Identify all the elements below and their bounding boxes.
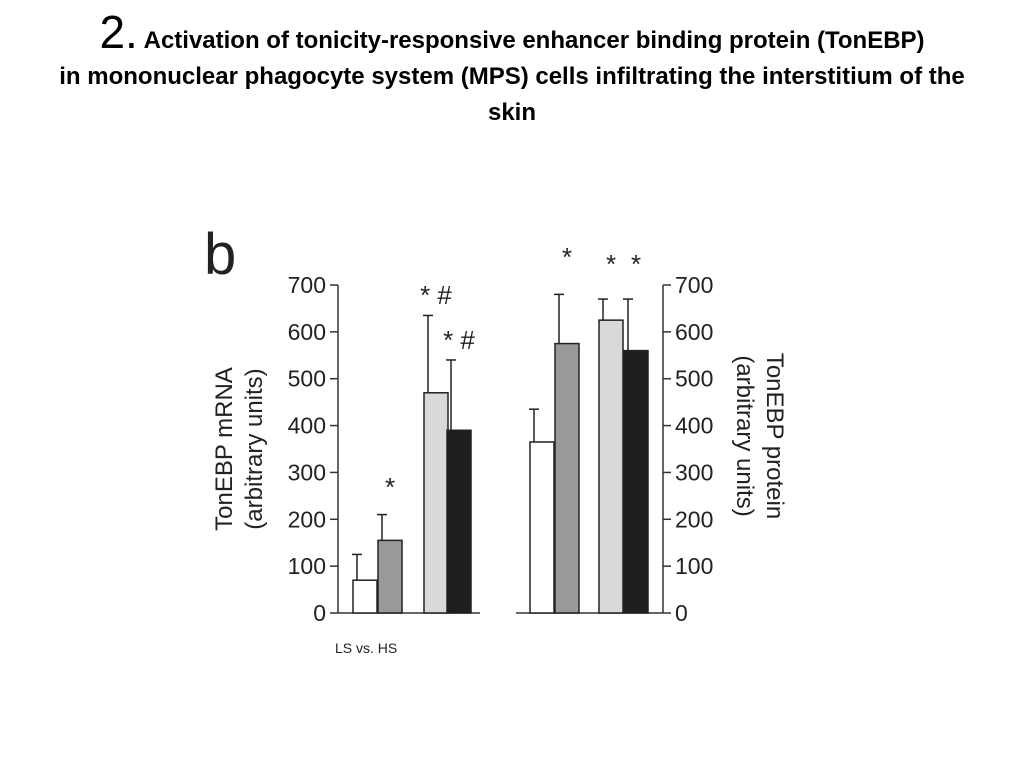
protein-bar-group: * * *	[529, 242, 649, 614]
protein-y-label-line-2: (arbitrary units)	[731, 355, 758, 516]
mrna-tick-label: 600	[288, 319, 326, 345]
mrna-tick-label: 500	[288, 366, 326, 392]
protein-bar	[554, 342, 580, 614]
protein-tick-label: 600	[675, 319, 713, 345]
mrna-y-label-line-2: (arbitrary units)	[241, 368, 268, 529]
protein-tick-label: 500	[675, 366, 713, 392]
mrna-tick-label: 200	[288, 506, 326, 532]
title-line-1: Activation of tonicity-responsive enhanc…	[143, 27, 925, 54]
mrna-significance-marker: *	[385, 472, 395, 502]
slide-title: 2. Activation of tonicity-responsive enh…	[40, 9, 984, 131]
protein-tick-label: 700	[675, 272, 713, 298]
slide-number: 2.	[99, 6, 138, 58]
mrna-chart: 0 100 200 300 400 500 600 700 * * # * # TonEBP mR…	[211, 272, 480, 626]
mrna-significance-marker: * #	[420, 280, 452, 310]
mrna-tick-label: 100	[288, 553, 326, 579]
protein-tick-group: 0 100 200 300 400 500 600 700	[663, 272, 713, 626]
protein-bar	[529, 441, 555, 614]
protein-chart: 0 100 200 300 400 500 600 700 * * * TonEBP protei…	[516, 242, 788, 626]
protein-tick-label: 200	[675, 506, 713, 532]
protein-bar	[598, 319, 624, 614]
protein-tick-label: 100	[675, 553, 713, 579]
mrna-bar	[446, 429, 472, 614]
mrna-bar	[352, 579, 378, 614]
mrna-bar	[423, 392, 449, 614]
protein-tick-label: 0	[675, 600, 688, 626]
protein-bar	[623, 349, 649, 614]
mrna-y-label-line-1: TonEBP mRNA	[211, 367, 238, 531]
protein-significance-marker: *	[606, 249, 616, 279]
mrna-tick-label: 0	[313, 600, 326, 626]
protein-significance-marker: *	[562, 242, 572, 272]
mrna-significance-marker: * #	[443, 325, 475, 355]
title-line-2: in mononuclear phagocyte system (MPS) ce…	[59, 63, 965, 126]
mrna-tick-label: 700	[288, 272, 326, 298]
mrna-tick-group: 0 100 200 300 400 500 600 700	[288, 272, 338, 626]
protein-significance-marker: *	[631, 249, 641, 279]
mrna-bar	[377, 539, 403, 614]
mrna-bar-group: * * # * #	[352, 280, 475, 614]
mrna-tick-label: 300	[288, 459, 326, 485]
protein-y-label-line-1: TonEBP protein	[761, 353, 788, 519]
comparison-label: LS vs. HS	[335, 640, 397, 656]
panel-label: b	[204, 222, 236, 287]
protein-tick-label: 400	[675, 413, 713, 439]
protein-tick-label: 300	[675, 459, 713, 485]
mrna-tick-label: 400	[288, 413, 326, 439]
